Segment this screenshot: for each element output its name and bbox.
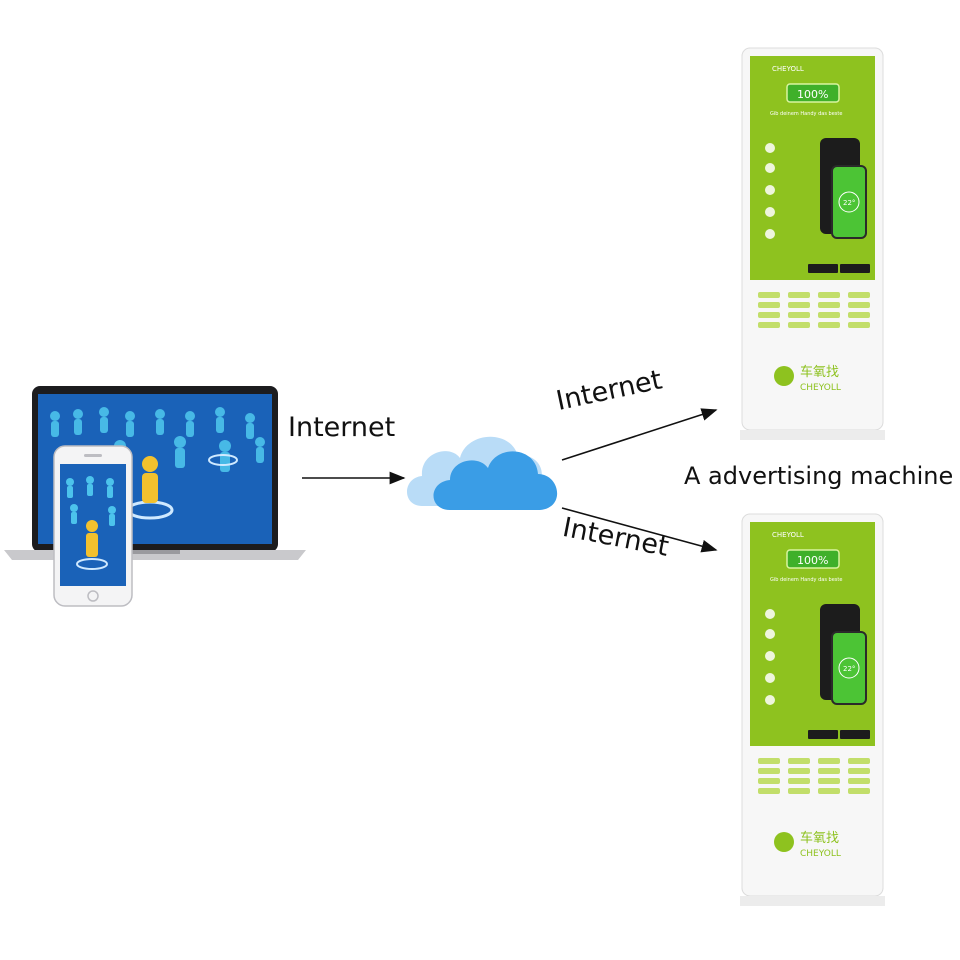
kiosk-footer-en: CHEYOLL: [800, 383, 841, 393]
kiosk-footer-cn: 车氧找: [800, 364, 839, 380]
kiosk-footer-cn: 车氧找: [800, 830, 839, 846]
cloud-icon: [407, 436, 558, 510]
machine-caption: A advertising machine: [684, 462, 954, 490]
advertising-machine-bottom: CHEYOLL 100% Gib deinem Handy das beste …: [740, 513, 885, 906]
kiosk-phone-percent: 22°: [843, 665, 855, 673]
internet-label-left: Internet: [288, 412, 396, 443]
advertising-machine-top: CHEYOLL 100% Gib deinem Handy das beste …: [740, 47, 885, 440]
kiosk-brand: CHEYOLL: [772, 531, 804, 539]
laptop-icon: [4, 386, 306, 607]
kiosk-brand: CHEYOLL: [772, 65, 804, 73]
kiosk-battery: 100%: [797, 554, 828, 567]
kiosk-footer-en: CHEYOLL: [800, 849, 841, 859]
kiosk-phone-percent: 22°: [843, 199, 855, 207]
kiosk-slogan: Gib deinem Handy das beste: [770, 111, 842, 117]
kiosk-battery: 100%: [797, 88, 828, 101]
arrow-icon: [561, 507, 718, 553]
arrow-icon: [561, 408, 718, 461]
kiosk-slogan: Gib deinem Handy das beste: [770, 577, 842, 583]
